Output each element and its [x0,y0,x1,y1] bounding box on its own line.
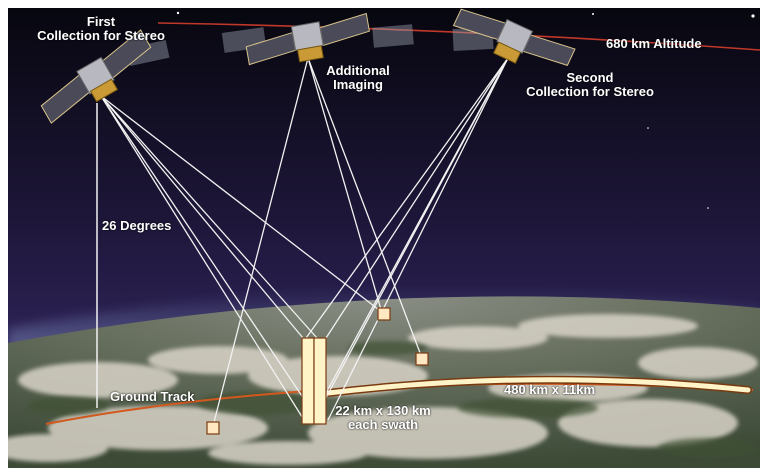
label-second-collection: Second Collection for Stereo [520,71,660,99]
beams-first-collection [100,95,384,421]
stars [176,11,755,209]
target-square-2 [415,352,429,366]
label-strip-size: 480 km x 11km [504,382,596,397]
imaged-strip [325,377,751,396]
label-first-collection-line2: Collection for Stereo [37,28,165,43]
label-swath-size-line1: 22 km x 130 km [335,403,431,418]
land-patches [28,341,758,458]
target-square-1 [377,307,391,321]
satellite-additional-imaging [245,12,370,66]
label-swath-size-line2: each swath [347,417,419,432]
label-ground-track: Ground Track [110,389,195,404]
beams-second-collection [305,57,509,421]
label-swath-size: 22 km x 130 km each swath [328,404,438,432]
label-first-collection-line1: First [86,14,116,29]
label-second-collection-line2: Collection for Stereo [526,84,654,99]
satellite-first-collection [40,29,152,124]
label-26-degrees: 26 Degrees [102,218,172,233]
orbit-path [157,22,760,51]
label-additional-imaging-line1: Additional [326,63,390,78]
swath-2 [313,337,327,425]
target-square-3 [206,421,220,435]
satellite-second-collection [452,8,576,66]
label-second-collection-line1: Second [566,70,614,85]
label-first-collection: First Collection for Stereo [36,15,166,43]
swath-1 [301,337,315,425]
label-additional-imaging-line2: Imaging [333,77,383,92]
stereo-swaths [301,337,327,425]
label-altitude: 680 km Altitude [606,36,702,51]
scene-graphic [8,8,760,468]
label-additional-imaging: Additional Imaging [318,64,398,92]
satellite-imaging-scene: First Collection for Stereo Additional I… [8,8,760,468]
